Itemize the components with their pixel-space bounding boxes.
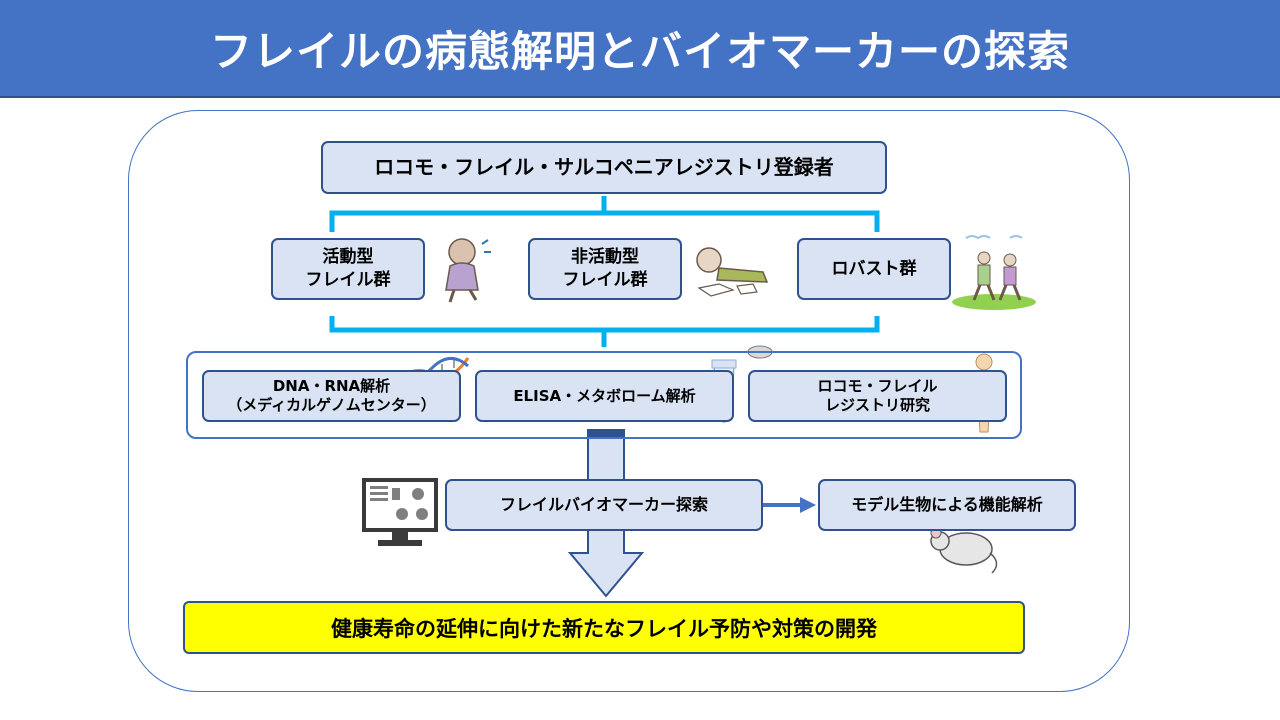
down-arrow-cap bbox=[587, 429, 625, 438]
inactive-frailty-group-box: 非活動型 フレイル群 bbox=[528, 238, 682, 300]
computer-monitor-icon bbox=[362, 478, 438, 546]
top-bracket bbox=[329, 210, 880, 232]
robust-group-box: ロバスト群 bbox=[797, 238, 951, 300]
mouse-icon bbox=[930, 527, 998, 574]
diagram-frame bbox=[128, 110, 1130, 692]
right-arrow-head bbox=[800, 497, 816, 513]
registry-box: ロコモ・フレイル・サルコペニアレジストリ登録者 bbox=[321, 141, 887, 194]
registry-research-box: ロコモ・フレイル レジストリ研究 bbox=[748, 370, 1007, 422]
model-organism-box: モデル生物による機能解析 bbox=[818, 479, 1076, 531]
lying-man-icon bbox=[696, 247, 769, 297]
biomarker-search-box: フレイルバイオマーカー探索 bbox=[445, 479, 763, 531]
tired-woman-icon bbox=[445, 238, 491, 303]
walking-couple-icon bbox=[952, 235, 1036, 310]
elisa-metabolome-box: ELISA・メタボローム解析 bbox=[475, 370, 734, 422]
dna-rna-analysis-box: DNA・RNA解析 （メディカルゲノムセンター） bbox=[202, 370, 461, 422]
bottom-bracket bbox=[329, 316, 880, 333]
page-title: フレイルの病態解明とバイオマーカーの探索 bbox=[209, 26, 1070, 76]
outcome-box: 健康寿命の延伸に向けた新たなフレイル予防や対策の開発 bbox=[183, 601, 1025, 654]
title-banner: フレイルの病態解明とバイオマーカーの探索 bbox=[0, 0, 1280, 98]
active-frailty-group-box: 活動型 フレイル群 bbox=[271, 238, 425, 300]
analysis-group-frame bbox=[186, 351, 1022, 439]
